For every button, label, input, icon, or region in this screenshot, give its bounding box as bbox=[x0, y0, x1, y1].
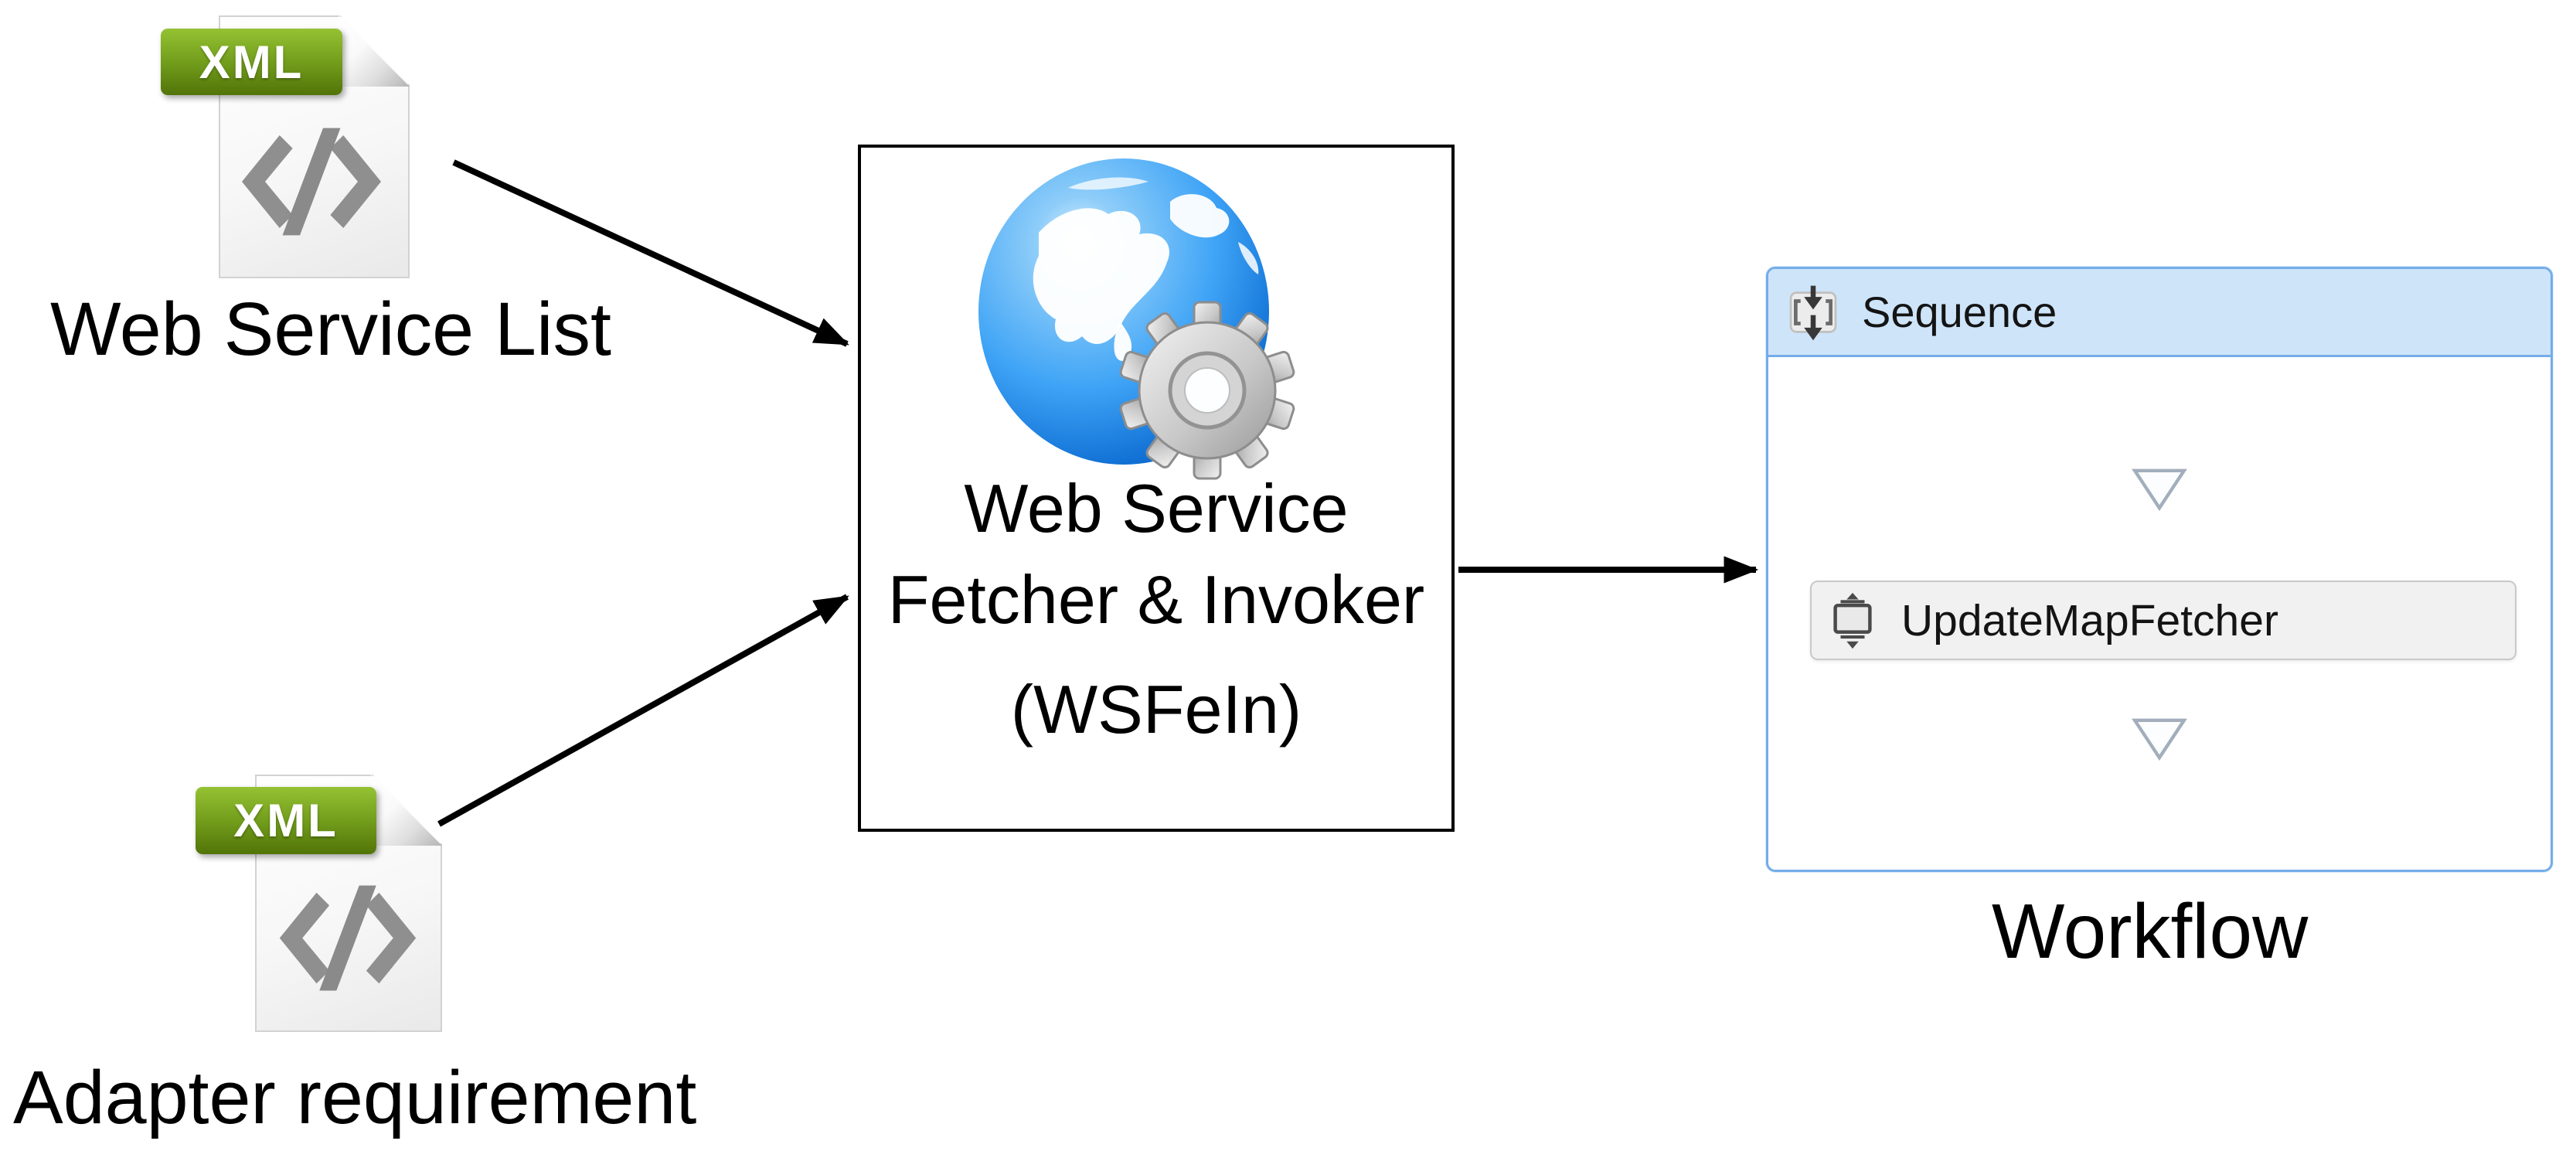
xml-badge: XML bbox=[196, 787, 376, 854]
wsfein-title-line1: Web Service bbox=[964, 470, 1349, 547]
page-fold-corner-icon bbox=[371, 775, 442, 846]
sequence-box: Sequence UpdateMapFetcher bbox=[1766, 267, 2553, 872]
workflow-caption: Workflow bbox=[1992, 888, 2309, 975]
wsfein-title: Web Service Fetcher & Invoker bbox=[861, 463, 1451, 645]
globe-with-gear-icon bbox=[975, 157, 1308, 497]
code-brackets-icon bbox=[279, 885, 417, 991]
sequence-header: Sequence bbox=[1768, 269, 2550, 357]
activity-label: UpdateMapFetcher bbox=[1901, 595, 2278, 645]
sequence-icon bbox=[1789, 285, 1837, 340]
wsfein-processor-box: Web Service Fetcher & Invoker (WSFeIn) bbox=[858, 145, 1455, 832]
xml-badge: XML bbox=[161, 29, 342, 95]
activity-row-updatemapfetcher: UpdateMapFetcher bbox=[1810, 581, 2516, 660]
arrow-adapter-requirement-to-wsfein bbox=[437, 594, 849, 827]
gear-icon bbox=[1119, 301, 1295, 480]
xml-file-icon-adapter-requirement: XML bbox=[196, 775, 442, 1032]
code-brackets-icon bbox=[242, 128, 381, 236]
drop-target-triangle-icon bbox=[2132, 718, 2187, 761]
wsfein-abbreviation: (WSFeIn) bbox=[1010, 671, 1302, 748]
wsfein-title-line2: Fetcher & Invoker bbox=[887, 561, 1425, 638]
activity-icon bbox=[1833, 592, 1872, 649]
xml-file-icon-web-service-list: XML bbox=[161, 15, 410, 278]
input-label-adapter-requirement: Adapter requirement bbox=[13, 1055, 697, 1139]
sequence-title: Sequence bbox=[1862, 288, 2057, 336]
page-fold-corner-icon bbox=[339, 15, 410, 87]
drop-target-triangle-icon bbox=[2132, 468, 2187, 511]
input-label-web-service-list: Web Service List bbox=[50, 287, 611, 371]
